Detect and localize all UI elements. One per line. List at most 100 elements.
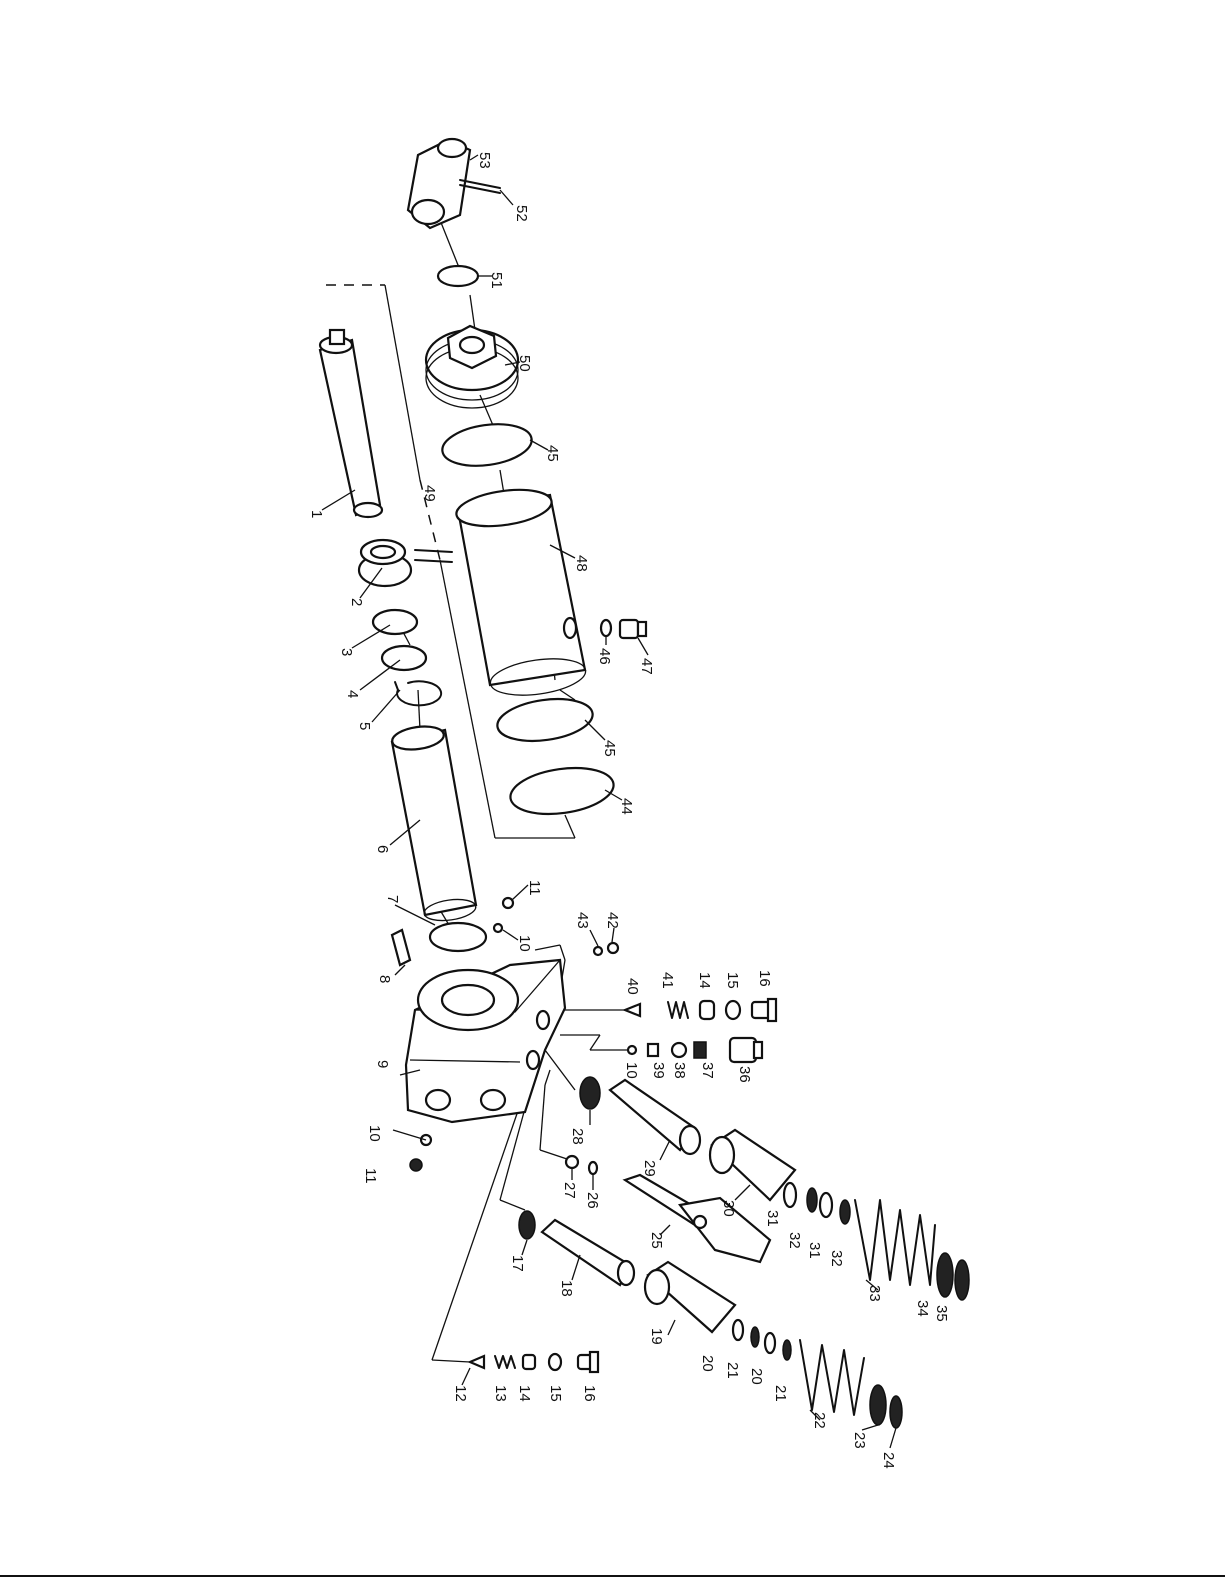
part-1-ram [320,330,382,517]
part-20-ring-b [765,1333,775,1353]
label-6: 6 [374,845,391,853]
label-32-a: 32 [786,1232,803,1249]
part-48-outer-cylinder [454,484,588,700]
part-19-sleeve [645,1262,735,1332]
part-15-washer-upper [726,1001,740,1019]
part-24-cap [890,1396,902,1428]
label-12: 12 [452,1385,469,1402]
label-27: 27 [561,1182,578,1199]
part-47-fitting [620,620,646,638]
part-11-plug-upper [503,898,513,908]
label-14-upper: 14 [696,972,713,989]
part-23-cap [870,1385,886,1425]
label-52: 52 [513,205,530,222]
label-24: 24 [880,1452,897,1469]
label-11-left: 11 [362,1168,379,1184]
label-25: 25 [648,1232,665,1249]
part-14-seat-lower [523,1355,535,1369]
label-46: 46 [596,648,613,665]
label-21-a: 21 [724,1362,741,1379]
part-44-ring [507,762,616,820]
label-34: 34 [914,1300,931,1317]
label-30: 30 [720,1200,737,1217]
label-19: 19 [648,1328,665,1345]
label-41: 41 [659,972,676,989]
label-22: 22 [811,1412,828,1429]
label-31-b: 31 [806,1242,823,1259]
label-18: 18 [558,1280,575,1297]
part-26-washer [589,1162,597,1174]
label-50: 50 [516,355,533,372]
part-16-screw-lower [578,1352,598,1372]
part-50-nut [426,326,518,408]
label-53: 53 [476,152,493,169]
label-9: 9 [374,1060,391,1068]
label-5: 5 [356,722,373,730]
part-17-seal [519,1211,535,1239]
part-13-spring [495,1356,515,1368]
label-8: 8 [376,975,393,983]
label-20-a: 20 [699,1355,716,1372]
part-43-ball [594,947,602,955]
label-48: 48 [573,555,590,572]
label-14-lower: 14 [516,1385,533,1402]
label-36: 36 [736,1066,753,1083]
part-14-seat-upper [700,1001,714,1019]
label-47: 47 [638,658,655,675]
part-38-ball [672,1043,686,1057]
label-45-top: 45 [544,445,561,462]
part-29-piston [610,1080,700,1154]
part-7-ring [430,923,486,951]
part-9-base [406,960,565,1122]
part-34-cap [937,1253,953,1297]
part-25-linkage [625,1175,770,1262]
part-35-cap [955,1260,969,1300]
part-42-plug [608,943,618,953]
label-39: 39 [650,1062,667,1079]
part-45-seal-ring-bottom [495,694,596,747]
part-2-head [359,540,411,586]
label-45-bottom: 45 [601,740,618,757]
part-37-spring [694,1042,706,1058]
part-41-spring [668,1002,688,1018]
part-49-pin [415,550,452,562]
part-36-plug [730,1038,762,1062]
part-40-needle [625,1004,640,1016]
label-7: 7 [384,895,401,903]
label-43: 43 [574,912,591,929]
part-3-ring [373,610,417,634]
label-17: 17 [509,1255,526,1272]
label-49: 49 [421,485,438,502]
label-23: 23 [851,1432,868,1449]
part-18-piston [542,1220,634,1285]
label-15-lower: 15 [547,1385,564,1402]
label-10-upper: 10 [516,935,533,952]
part-21-ring-a [751,1327,759,1347]
label-28: 28 [569,1128,586,1145]
label-1: 1 [308,510,325,518]
label-4: 4 [344,690,361,698]
label-35: 35 [933,1305,950,1322]
part-46-washer [601,620,611,636]
part-45-seal-ring-top [440,419,535,471]
part-31-ring-b [820,1193,832,1217]
part-10-ball-upper [494,924,502,932]
label-16-upper: 16 [756,970,773,987]
label-15-upper: 15 [724,972,741,989]
part-4-ring [382,646,426,670]
part-28-seal [580,1077,600,1109]
part-15-washer-lower [549,1354,561,1370]
label-31-a: 31 [764,1210,781,1227]
label-32-b: 32 [828,1250,845,1267]
label-21-b: 21 [772,1385,789,1402]
part-20-ring-a [733,1320,743,1340]
label-33: 33 [866,1285,883,1302]
part-32-ring-b [840,1200,850,1224]
part-31-ring-a [784,1183,796,1207]
label-40: 40 [624,978,641,995]
label-26: 26 [584,1192,601,1209]
part-12-needle [470,1356,484,1368]
part-27-ball [566,1156,578,1168]
part-39-seat [648,1044,658,1056]
